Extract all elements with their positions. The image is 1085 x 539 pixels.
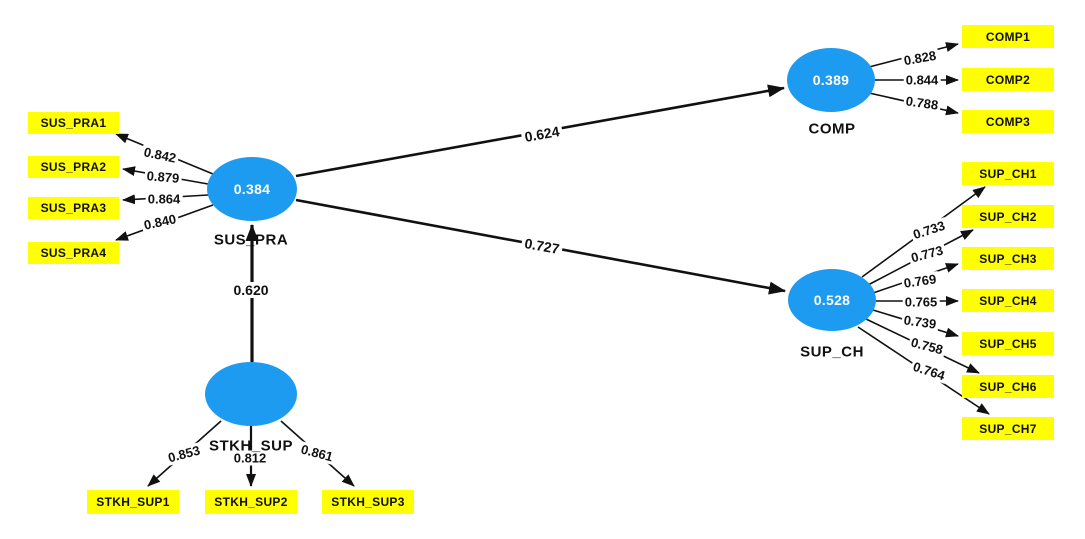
indicator-box-stkh_sup3[interactable]: STKH_SUP3	[322, 490, 414, 514]
loading-sus_pra3: 0.864	[145, 191, 183, 207]
latent-node-comp[interactable]: 0.389	[787, 48, 875, 112]
latent-node-stkh_sup[interactable]	[205, 362, 297, 426]
indicator-box-comp1[interactable]: COMP1	[962, 25, 1054, 48]
r-squared-value: 0.528	[813, 292, 851, 308]
indicator-box-sup_ch3[interactable]: SUP_CH3	[962, 247, 1054, 270]
node-name-stkh_sup: STKH_SUP	[208, 437, 294, 455]
indicator-box-stkh_sup1[interactable]: STKH_SUP1	[87, 490, 179, 514]
loading-stkh_sup2: 0.812	[231, 450, 269, 466]
indicator-box-sus_pra2[interactable]: SUS_PRA2	[28, 156, 119, 178]
node-name-sup_ch: SUP_CH	[800, 343, 864, 361]
indicator-box-sup_ch1[interactable]: SUP_CH1	[962, 162, 1054, 185]
indicator-box-sup_ch2[interactable]: SUP_CH2	[962, 205, 1054, 228]
loading-comp2: 0.844	[903, 72, 941, 88]
loading-sup_ch4: 0.765	[902, 294, 940, 310]
loading-sus_pra2: 0.879	[144, 167, 182, 187]
node-name-sus_pra: SUS_PRA	[213, 231, 289, 249]
indicator-box-sus_pra1[interactable]: SUS_PRA1	[28, 112, 119, 134]
latent-node-sup_ch[interactable]: 0.528	[788, 269, 876, 331]
node-name-comp: COMP	[808, 120, 856, 138]
indicator-box-comp3[interactable]: COMP3	[962, 110, 1054, 133]
indicator-box-sup_ch5[interactable]: SUP_CH5	[962, 332, 1054, 355]
path-coefficient-stkh_sup-sus_pra: 0.620	[230, 282, 272, 298]
indicator-box-comp2[interactable]: COMP2	[962, 68, 1054, 91]
r-squared-value: 0.384	[233, 181, 271, 197]
indicator-box-sup_ch7[interactable]: SUP_CH7	[962, 417, 1054, 440]
indicator-box-sup_ch4[interactable]: SUP_CH4	[962, 289, 1054, 312]
latent-node-sus_pra[interactable]: 0.384	[207, 157, 297, 221]
r-squared-value: 0.389	[812, 72, 850, 88]
indicator-box-sus_pra4[interactable]: SUS_PRA4	[28, 242, 119, 264]
indicator-box-sup_ch6[interactable]: SUP_CH6	[962, 375, 1054, 398]
indicator-box-stkh_sup2[interactable]: STKH_SUP2	[205, 490, 297, 514]
indicator-box-sus_pra3[interactable]: SUS_PRA3	[28, 197, 119, 219]
